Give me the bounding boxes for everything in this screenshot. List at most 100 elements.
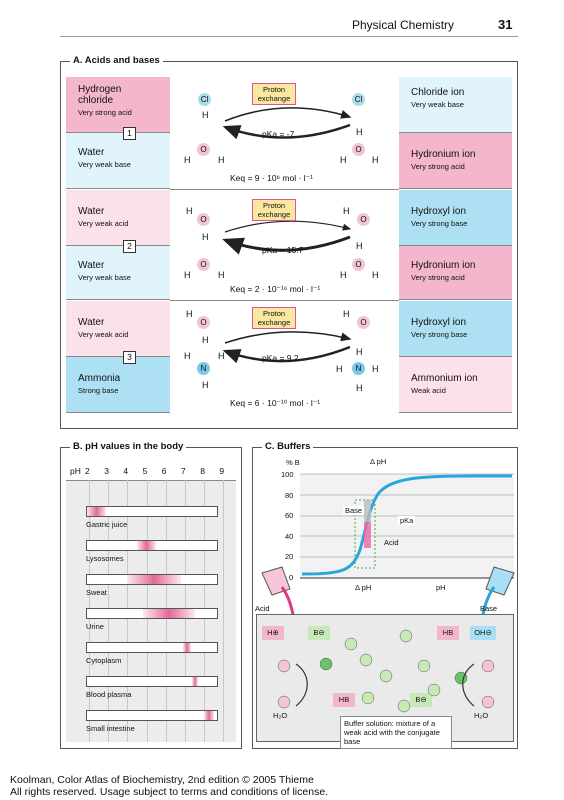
h-atom: H <box>340 270 347 280</box>
arrow-back-2 <box>222 235 351 255</box>
section-a-frame <box>60 61 518 429</box>
h-atom: H <box>184 270 191 280</box>
buffer-y-tick: 80 <box>285 490 294 500</box>
h-atom: H <box>202 335 209 345</box>
hydroxyl-oxygen: O <box>357 213 370 226</box>
ph-tick-label: 5 <box>142 466 148 476</box>
h-atom: H <box>343 309 350 319</box>
ph-bar <box>86 608 218 619</box>
buffer-y-tick: 0 <box>289 573 294 582</box>
arrow-back-1 <box>222 123 351 140</box>
oxygen-atom: O <box>197 258 210 271</box>
hydronium-cell-1: Hydronium ion Very strong acid <box>399 133 512 189</box>
delta-ph-top: Δ pH <box>370 457 387 466</box>
proton-exchange-box-3: Proton exchange <box>252 307 296 329</box>
pka-2: pKa = 15.7 <box>262 245 304 255</box>
arrow-back-3 <box>222 345 351 364</box>
row-divider <box>170 189 399 190</box>
chloride-atom: Cl <box>352 93 365 106</box>
h-atom: H <box>202 380 209 390</box>
oxygen-atom: O <box>197 143 210 156</box>
page-number: 31 <box>498 17 513 32</box>
delta-ph-bottom: Δ pH <box>355 583 372 592</box>
ph-bar-label: Small intestine <box>86 724 135 733</box>
water-acid-cell-2: Water Very weak acid <box>66 190 170 246</box>
oxygen-atom: O <box>197 316 210 329</box>
header-rule <box>60 36 518 37</box>
row-number-2: 2 <box>123 240 136 253</box>
ph-range-fill <box>87 507 107 516</box>
pka-label: pKa <box>398 516 416 525</box>
h-atom: H <box>202 232 209 242</box>
reaction-arrows <box>222 107 352 364</box>
h-atom: H <box>372 155 379 165</box>
ph-range-fill <box>127 575 182 584</box>
ph-tick-label: 3 <box>104 466 109 476</box>
ammonium-nitrogen: N <box>352 362 365 375</box>
acid-flask-label: Acid <box>255 604 270 613</box>
row-number-3: 3 <box>123 351 136 364</box>
ammonia-cell: Ammonia Strong base <box>66 357 170 413</box>
hydronium-oxygen: O <box>352 143 365 156</box>
h-atom: H <box>218 351 225 361</box>
section-c-title: C. Buffers <box>262 441 314 452</box>
h-atom: H <box>343 206 350 216</box>
row-number-1: 1 <box>123 127 136 140</box>
chloride-cell: Chloride ion Very weak base <box>399 77 512 133</box>
ph-tick-label: 7 <box>181 466 186 476</box>
ph-bar <box>86 506 218 517</box>
h-atom: H <box>340 155 347 165</box>
buffer-solution-caption: Buffer solution: mixture of a weak acid … <box>340 716 452 749</box>
buffer-y-tick: 100 <box>281 470 294 479</box>
keq-2: Keq = 2 · 10⁻¹⁶ mol · l⁻¹ <box>230 284 321 294</box>
hydronium-oxygen: O <box>352 258 365 271</box>
hydroxyl-cell-2: Hydroxyl ion Very strong base <box>399 190 512 246</box>
arrow-forward-1 <box>224 107 352 122</box>
ph-gridline <box>223 480 225 742</box>
water-base-cell-2: Water Very weak base <box>66 246 170 300</box>
water-base-cell-1: Water Very weak base <box>66 133 170 189</box>
ph-tick-label: 2 <box>85 466 90 476</box>
b-minus-chip-right: B⊖ <box>410 693 432 707</box>
ammonium-cell: Ammonium ion Weak acid <box>399 357 512 413</box>
h-atom: H <box>202 110 209 120</box>
h-plus-chip: H⊕ <box>262 626 284 640</box>
h-atom: H <box>356 383 363 393</box>
h-atom: H <box>218 270 225 280</box>
proton-exchange-box-2: Proton exchange <box>252 199 296 221</box>
b-minus-chip: B⊖ <box>308 626 330 640</box>
ph-bar-label: Sweat <box>86 588 107 597</box>
ph-bar <box>86 676 218 687</box>
ph-bar <box>86 574 218 585</box>
hydroxyl-cell-3: Hydroxyl ion Very strong base <box>399 301 512 357</box>
footer-line-1: Koolman, Color Atlas of Biochemistry, 2n… <box>10 774 314 786</box>
ph-bar-label: Lysosomes <box>86 554 124 563</box>
running-header-title: Physical Chemistry <box>352 18 455 32</box>
titration-curve-chart <box>300 473 514 579</box>
h-atom: H <box>372 364 379 374</box>
footer-line-2: All rights reserved. Usage subject to te… <box>10 786 329 798</box>
buffer-y-tick: 20 <box>285 552 294 562</box>
arrow-forward-3 <box>224 331 352 344</box>
y-axis-title: % B <box>286 458 300 467</box>
h-atom: H <box>218 155 225 165</box>
row-divider <box>170 300 399 301</box>
ph-range-fill <box>204 711 214 720</box>
ph-range-fill <box>137 541 157 550</box>
h-atom: H <box>356 347 363 357</box>
ph-bar <box>86 540 218 551</box>
section-a-title: A. Acids and bases <box>70 55 163 66</box>
pka-1: pKa = -7 <box>262 129 295 139</box>
ph-range-fill <box>183 643 191 652</box>
proton-exchange-box-1: Proton exchange <box>252 83 296 105</box>
h-atom: H <box>184 155 191 165</box>
pka-3: pKa = 9.2 <box>262 353 299 363</box>
base-label: Base <box>343 506 365 515</box>
water-left: H₂O <box>273 711 288 720</box>
water-acid-cell-3: Water Very weak acid <box>66 301 170 357</box>
ph-range-fill <box>142 609 195 618</box>
buffer-y-tick: 40 <box>285 531 294 541</box>
ph-range-fill <box>191 677 198 686</box>
section-b-title: B. pH values in the body <box>70 441 187 452</box>
ph-tick-label: 4 <box>123 466 129 476</box>
